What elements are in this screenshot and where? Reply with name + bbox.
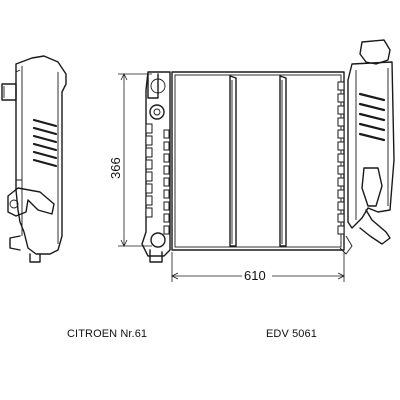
height-dimension: 366 [108,73,152,247]
model-caption: CITROEN Nr.61 [67,328,148,340]
width-dimension-label: 610 [244,268,266,283]
width-dimension: 610 [171,252,345,283]
radiator-front-view [141,39,395,263]
radiator-side-view [1,55,67,263]
height-dimension-label: 366 [108,157,123,179]
part-number-caption: EDV 5061 [266,328,317,340]
